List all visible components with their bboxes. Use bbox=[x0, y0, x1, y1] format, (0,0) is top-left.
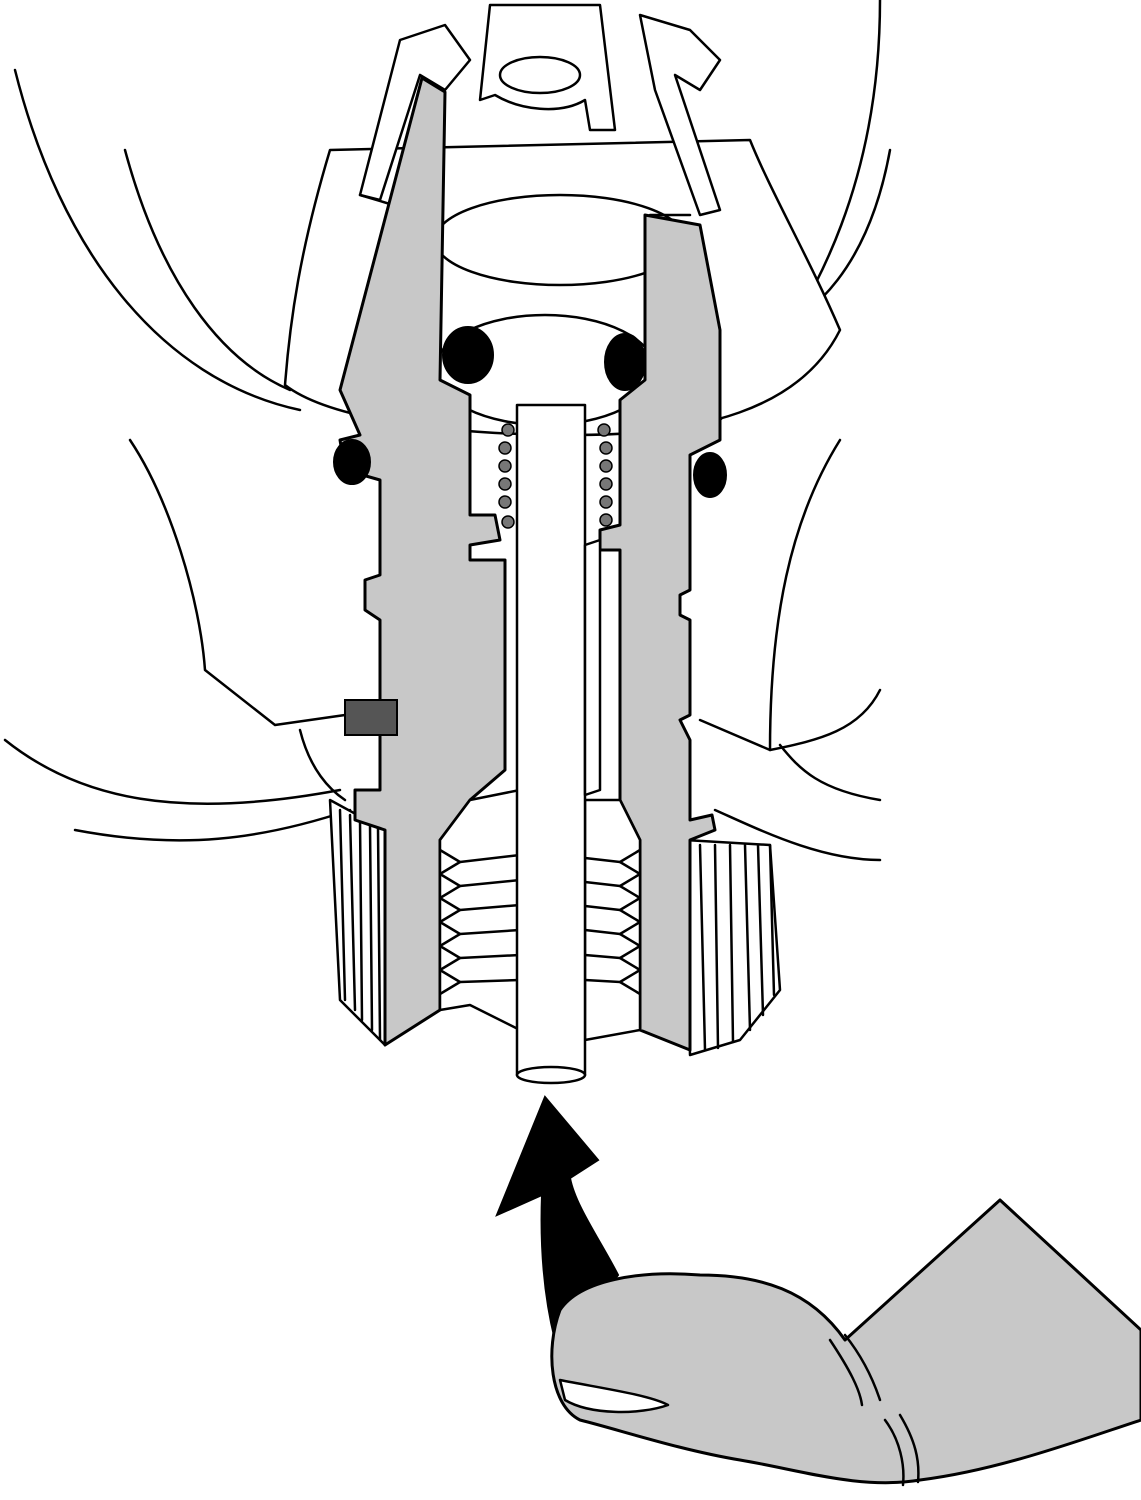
housing-section-left bbox=[338, 76, 507, 1047]
marker-block bbox=[344, 699, 398, 736]
finger bbox=[550, 1198, 1141, 1487]
o-rings bbox=[333, 326, 727, 498]
knurled-nut bbox=[328, 798, 782, 1057]
surrounding-housing-lines bbox=[3, 0, 892, 862]
spring bbox=[498, 423, 613, 529]
housing-section-right bbox=[598, 213, 722, 1052]
push-rod bbox=[515, 403, 602, 1085]
